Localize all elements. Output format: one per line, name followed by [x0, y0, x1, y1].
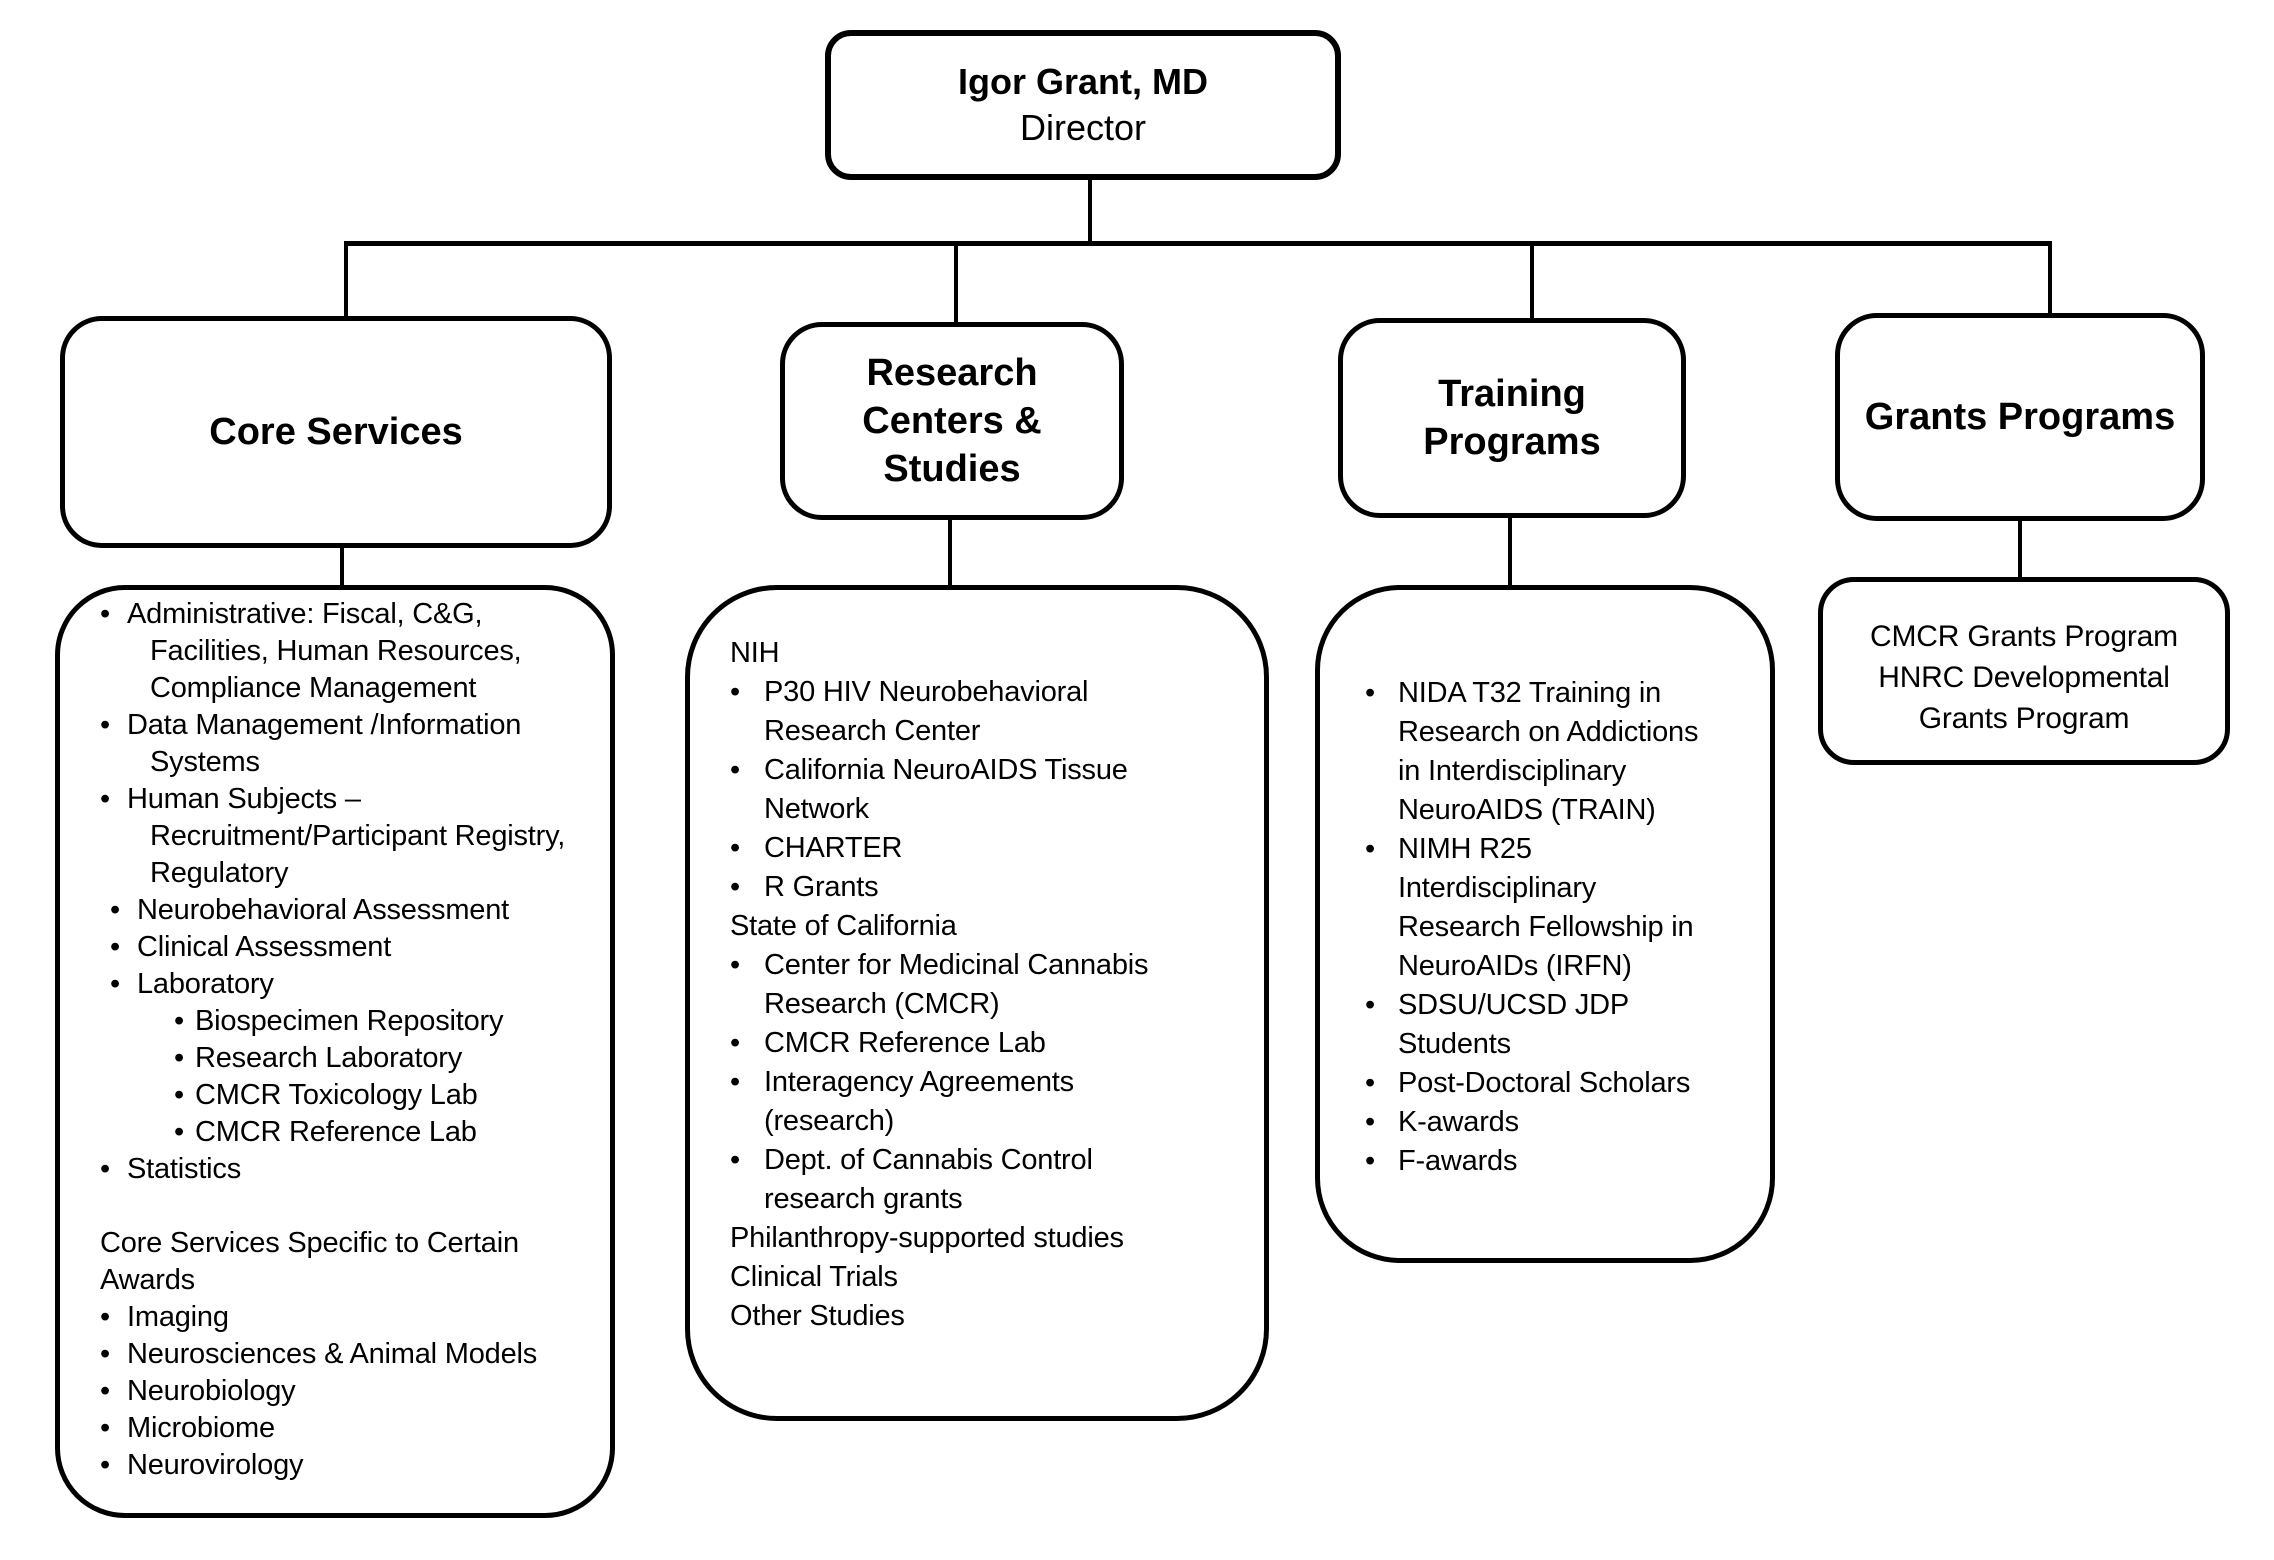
- director-name: Igor Grant, MD: [958, 61, 1208, 102]
- list-item: Statistics: [100, 1151, 590, 1188]
- list-item: Imaging: [100, 1299, 590, 1336]
- list-item: Data Management /Information Systems: [100, 707, 590, 781]
- list-item: Center for Medicinal Cannabis Research (…: [730, 946, 1184, 1024]
- list-item: K-awards: [1365, 1103, 1712, 1142]
- director-box: Igor Grant, MD Director: [825, 30, 1341, 180]
- list-item: Laboratory: [100, 966, 590, 1003]
- training-programs-header-label: Training Programs: [1423, 373, 1601, 463]
- list-item: Neurobehavioral Assessment: [100, 892, 590, 929]
- list-item: P30 HIV Neurobehavioral Research Center: [730, 673, 1184, 751]
- research-centers-detail-box: NIH P30 HIV Neurobehavioral Research Cen…: [685, 585, 1269, 1421]
- list-section-label: NIH: [730, 637, 780, 669]
- list-item: Microbiome: [100, 1410, 590, 1447]
- list-item: F-awards: [1365, 1142, 1712, 1181]
- connector-core-drop: [344, 246, 348, 318]
- list-section-label: Other Studies: [730, 1300, 905, 1332]
- grants-programs-header-label: Grants Programs: [1864, 396, 2176, 438]
- list-item: CMCR Toxicology Lab: [100, 1077, 590, 1114]
- research-centers-header-box: Research Centers & Studies: [780, 322, 1124, 520]
- connector-grants-drop: [2048, 246, 2052, 315]
- list-item: Research Laboratory: [100, 1040, 590, 1077]
- core-services-detail-box: Administrative: Fiscal, C&G, Facilities,…: [55, 585, 615, 1518]
- list-section-label: Philanthropy-supported studies: [730, 1222, 1124, 1254]
- list-section-label: Core Services Specific to Certain Awards: [100, 1227, 519, 1296]
- list-item: Human Subjects – Recruitment/Participant…: [100, 781, 590, 892]
- list-item: Neurovirology: [100, 1447, 590, 1484]
- connector-core-mid: [340, 546, 344, 587]
- list-item: CHARTER: [730, 829, 1184, 868]
- list-item: CMCR Reference Lab: [730, 1024, 1184, 1063]
- list-item: Interagency Agreements (research): [730, 1063, 1184, 1141]
- list-item: HNRC Developmental Grants Program: [1878, 661, 2170, 735]
- connector-director-drop: [1088, 180, 1092, 244]
- connector-horizontal: [344, 241, 2052, 246]
- list-item: Neurobiology: [100, 1373, 590, 1410]
- list-item: Neurosciences & Animal Models: [100, 1336, 590, 1373]
- list-item: California NeuroAIDS Tissue Network: [730, 751, 1184, 829]
- list-item: CMCR Reference Lab: [100, 1114, 590, 1151]
- research-centers-header-label: Research Centers & Studies: [862, 352, 1042, 490]
- core-services-header-label: Core Services: [209, 411, 463, 453]
- list-item: Administrative: Fiscal, C&G, Facilities,…: [100, 596, 590, 707]
- list-item: SDSU/UCSD JDP Students: [1365, 986, 1712, 1064]
- list-item: Post-Doctoral Scholars: [1365, 1064, 1712, 1103]
- list-item: Dept. of Cannabis Control research grant…: [730, 1141, 1184, 1219]
- director-title: Director: [1019, 107, 1147, 148]
- list-item: Clinical Assessment: [100, 929, 590, 966]
- connector-research-mid: [948, 518, 952, 587]
- connector-training-drop: [1530, 246, 1534, 320]
- connector-training-mid: [1508, 516, 1512, 587]
- training-programs-detail-box: NIDA T32 Training in Research on Addicti…: [1315, 585, 1775, 1263]
- grants-programs-detail-box: CMCR Grants Program HNRC Developmental G…: [1818, 577, 2230, 765]
- connector-research-drop: [954, 246, 958, 324]
- list-item: R Grants: [730, 868, 1184, 907]
- list-item: NIDA T32 Training in Research on Addicti…: [1365, 674, 1712, 830]
- core-services-header-box: Core Services: [60, 316, 612, 548]
- grants-programs-header-box: Grants Programs: [1835, 313, 2205, 521]
- list-section-label: State of California: [730, 910, 957, 942]
- list-item: Biospecimen Repository: [100, 1003, 590, 1040]
- list-section-label: Clinical Trials: [730, 1261, 898, 1293]
- list-item: NIMH R25 Interdisciplinary Research Fell…: [1365, 830, 1712, 986]
- training-programs-header-box: Training Programs: [1338, 318, 1686, 518]
- list-item: CMCR Grants Program: [1870, 620, 2178, 653]
- connector-grants-mid: [2018, 519, 2022, 579]
